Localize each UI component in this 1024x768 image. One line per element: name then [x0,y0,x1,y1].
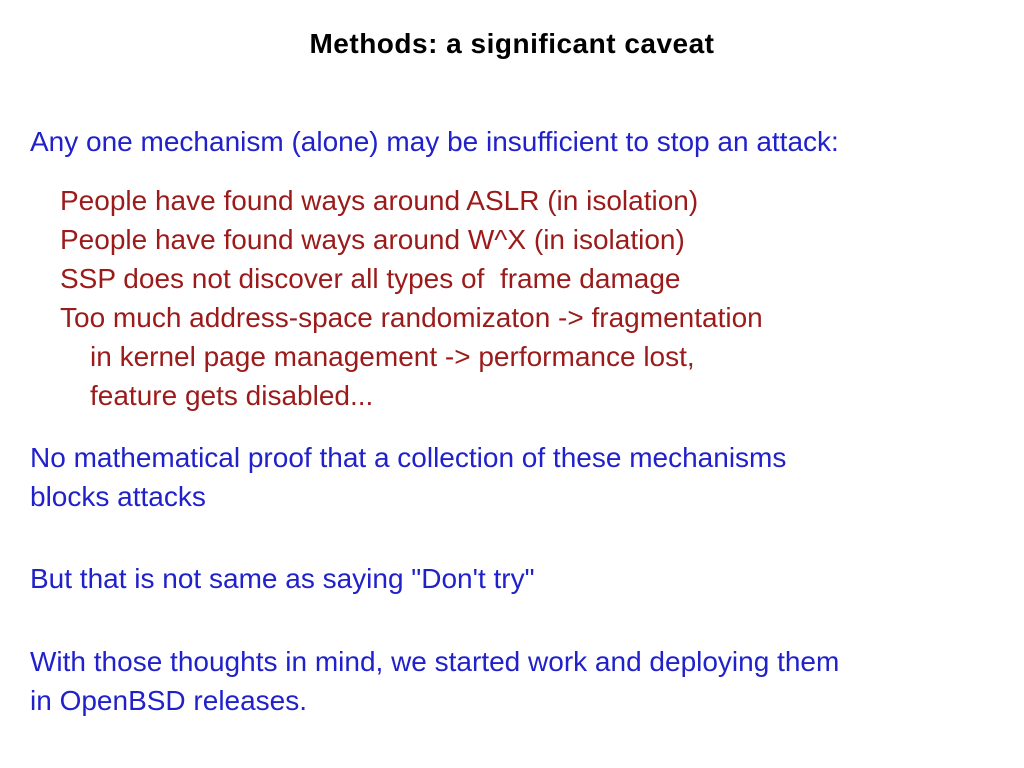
paragraph-dont-try: But that is not same as saying "Don't tr… [30,559,535,598]
intro-statement: Any one mechanism (alone) may be insuffi… [30,126,839,157]
caveat-item-aslr: People have found ways around ASLR (in i… [60,185,699,216]
caveat-item-ssp: SSP does not discover all types of frame… [60,263,681,294]
paragraph-line: But that is not same as saying "Don't tr… [30,563,535,594]
caveat-item-feature-disabled: feature gets disabled... [90,380,374,411]
slide-title: Methods: a significant caveat [309,28,715,59]
paragraph-line: blocks attacks [30,481,206,512]
caveat-list: People have found ways around ASLR (in i… [0,181,763,415]
caveat-item-kernel-page: in kernel page management -> performance… [90,341,695,372]
paragraph-openbsd-releases: With those thoughts in mind, we started … [30,642,839,720]
paragraph-line: With those thoughts in mind, we started … [30,646,840,677]
caveat-item-randomization: Too much address-space randomizaton -> f… [60,302,763,333]
paragraph-line: in OpenBSD releases. [30,685,308,716]
paragraph-line: No mathematical proof that a collection … [30,442,787,473]
caveat-item-wxorx: People have found ways around W^X (in is… [60,224,685,255]
paragraph-no-proof: No mathematical proof that a collection … [30,438,786,516]
